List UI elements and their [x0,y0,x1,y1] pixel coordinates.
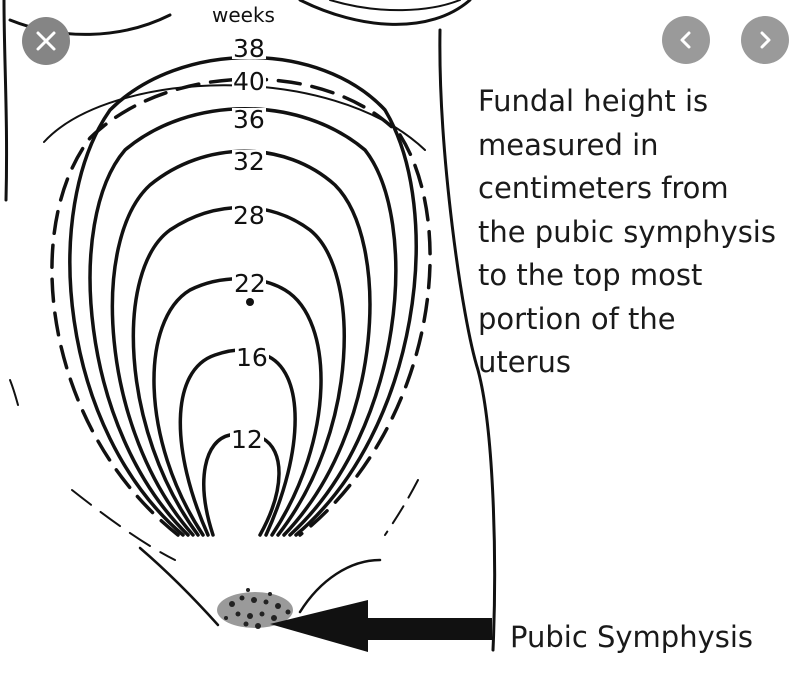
close-icon [35,30,57,52]
week-label-12: 12 [231,425,263,454]
week-label-16: 16 [236,343,268,372]
caption-line: Fundal height is [478,80,800,124]
next-image-button[interactable] [741,16,789,64]
close-button[interactable] [22,17,70,65]
week-label-38: 38 [233,34,265,63]
caption-line: to the top most [478,254,800,298]
caption-line: the pubic symphysis [478,211,800,255]
previous-image-button[interactable] [662,16,710,64]
week-label-32: 32 [233,147,265,176]
week-labels: weeks 38 40 36 32 28 22 16 12 [210,1,296,454]
fundal-height-caption: Fundal height is measured in centimeters… [478,80,800,385]
chevron-right-icon [754,29,776,51]
week-label-28: 28 [233,201,265,230]
pubic-symphysis-label: Pubic Symphysis [510,620,753,654]
week-label-40: 40 [233,67,265,96]
week-label-36: 36 [233,105,265,134]
torso-outline [4,0,495,650]
chevron-left-icon [675,29,697,51]
caption-line: measured in [478,124,800,168]
caption-line: uterus [478,341,800,385]
caption-line: centimeters from [478,167,800,211]
week-label-22: 22 [234,269,266,298]
caption-line: portion of the [478,298,800,342]
weeks-heading: weeks [212,3,275,27]
